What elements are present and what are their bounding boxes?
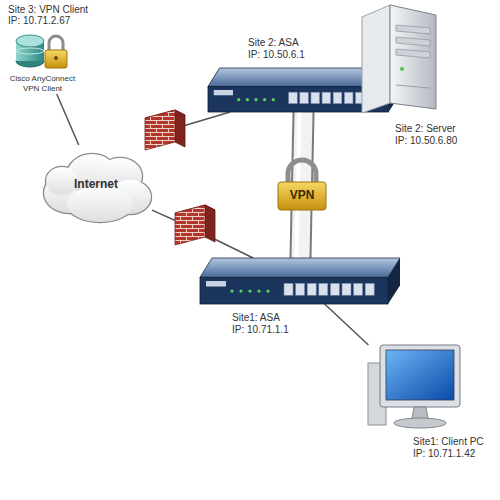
asa-symbol bbox=[200, 258, 400, 304]
server-symbol bbox=[362, 5, 436, 113]
node-label: IP: 10.50.6.80 bbox=[395, 135, 495, 147]
asa-appliance: Site1: ASAIP: 10.71.1.1 bbox=[200, 258, 400, 304]
node-label: IP: 10.71.1.42 bbox=[413, 448, 500, 460]
edge-label: VPN bbox=[276, 188, 328, 202]
firewall-wall bbox=[175, 205, 215, 245]
network-link bbox=[57, 94, 79, 145]
node-label: IP: 10.50.6.1 bbox=[248, 49, 378, 61]
node-heading: Site 2: ASA bbox=[248, 37, 378, 49]
internet-cloud: Internet bbox=[40, 145, 152, 225]
pc-symbol bbox=[368, 345, 463, 433]
padlock-symbol bbox=[276, 158, 328, 212]
node-label: Cisco AnyConnect VPN Client bbox=[3, 74, 82, 93]
network-link bbox=[325, 304, 369, 345]
node-heading: Site 3: VPN Client bbox=[8, 4, 128, 16]
node-label: IP: 10.71.2.67 bbox=[8, 15, 128, 27]
node-heading: Site1: ASA bbox=[232, 312, 362, 324]
client-pc: Site1: Client PCIP: 10.71.1.42 bbox=[368, 345, 463, 433]
link-line bbox=[325, 304, 369, 345]
firewall-wall bbox=[145, 110, 185, 150]
node-heading: Site1: Client PC bbox=[413, 436, 500, 448]
server-tower: Site 2: ServerIP: 10.50.6.80 bbox=[362, 5, 436, 113]
link-line bbox=[57, 94, 79, 145]
padlock-badge: VPN bbox=[276, 158, 328, 212]
node-heading: Site 2: Server bbox=[395, 123, 495, 135]
node-heading: Internet bbox=[40, 177, 152, 191]
vpn-client-icon: Site 3: VPN ClientIP: 10.71.2.67Cisco An… bbox=[5, 28, 80, 94]
node-label: IP: 10.71.1.1 bbox=[232, 324, 362, 336]
